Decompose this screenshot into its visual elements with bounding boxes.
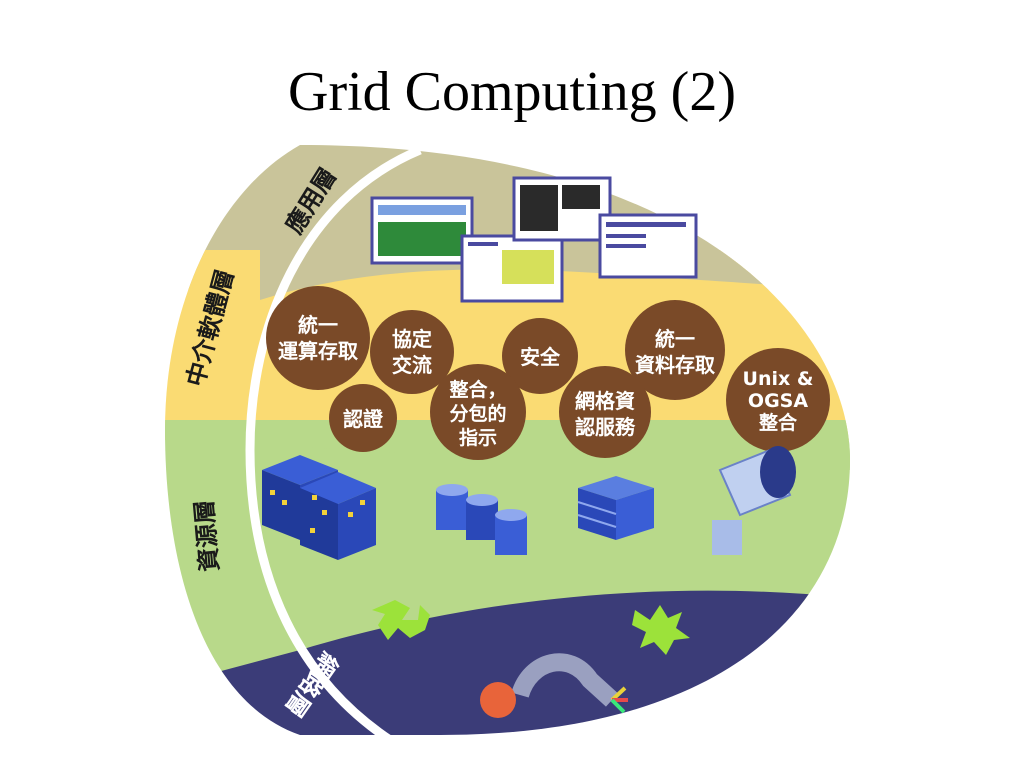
service-authentication: 認證 [329,384,397,452]
network-router-icon [372,600,690,655]
service-unix-ogsa: Unix & OGSA 整合 [726,348,830,452]
svg-text:OGSA: OGSA [748,390,808,412]
svg-text:網格資: 網格資 [575,389,635,413]
svg-text:指示: 指示 [459,427,497,449]
svg-text:認證: 認證 [343,407,384,431]
page-title: Grid Computing (2) [288,61,736,123]
service-unified-compute: 統一 運算存取 [266,286,370,390]
svg-text:資料存取: 資料存取 [635,353,715,377]
service-grid-auth: 網格資 認服務 [559,366,651,458]
svg-text:協定: 協定 [392,327,432,351]
svg-text:Unix &: Unix & [743,368,814,390]
service-unified-data: 統一 資料存取 [625,300,725,400]
svg-text:分包的: 分包的 [449,402,506,425]
svg-text:統一: 統一 [298,313,338,337]
svg-text:運算存取: 運算存取 [278,339,358,363]
svg-text:交流: 交流 [392,353,432,377]
data-center-building-icon [262,455,376,560]
svg-text:整合，: 整合， [449,378,506,401]
layer-divider-arc [245,145,422,744]
application-window-icon [370,176,698,303]
server-rack-icon [577,476,654,540]
service-integration: 整合， 分包的 指示 [430,364,526,460]
svg-text:整合: 整合 [759,411,798,434]
layer-bands [165,145,850,735]
svg-text:統一: 統一 [655,327,695,351]
telescope-icon [712,446,796,555]
service-security: 安全 [502,318,578,394]
storage-cylinders-icon [436,484,527,555]
service-protocol-exchange: 協定 交流 [370,310,454,394]
svg-text:認服務: 認服務 [575,415,636,439]
resource-layer-label: 資源層 [190,499,224,573]
fiber-optic-cable-icon [480,653,628,718]
svg-text:安全: 安全 [520,345,561,369]
